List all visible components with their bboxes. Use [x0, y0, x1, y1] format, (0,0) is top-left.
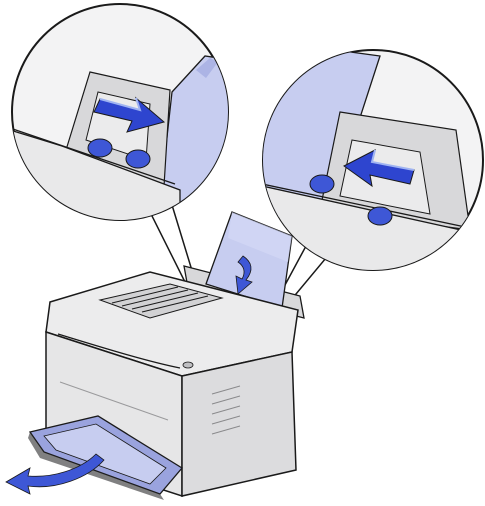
- right-guide-knob-1: [310, 175, 334, 193]
- left-callout: [10, 4, 232, 292]
- printer: [28, 212, 304, 500]
- printer-side: [182, 352, 296, 496]
- right-guide-knob-2: [368, 207, 392, 225]
- status-light: [183, 362, 193, 368]
- left-guide-knob-1: [88, 139, 112, 157]
- left-guide-knob-2: [126, 150, 150, 168]
- right-callout: [262, 40, 483, 306]
